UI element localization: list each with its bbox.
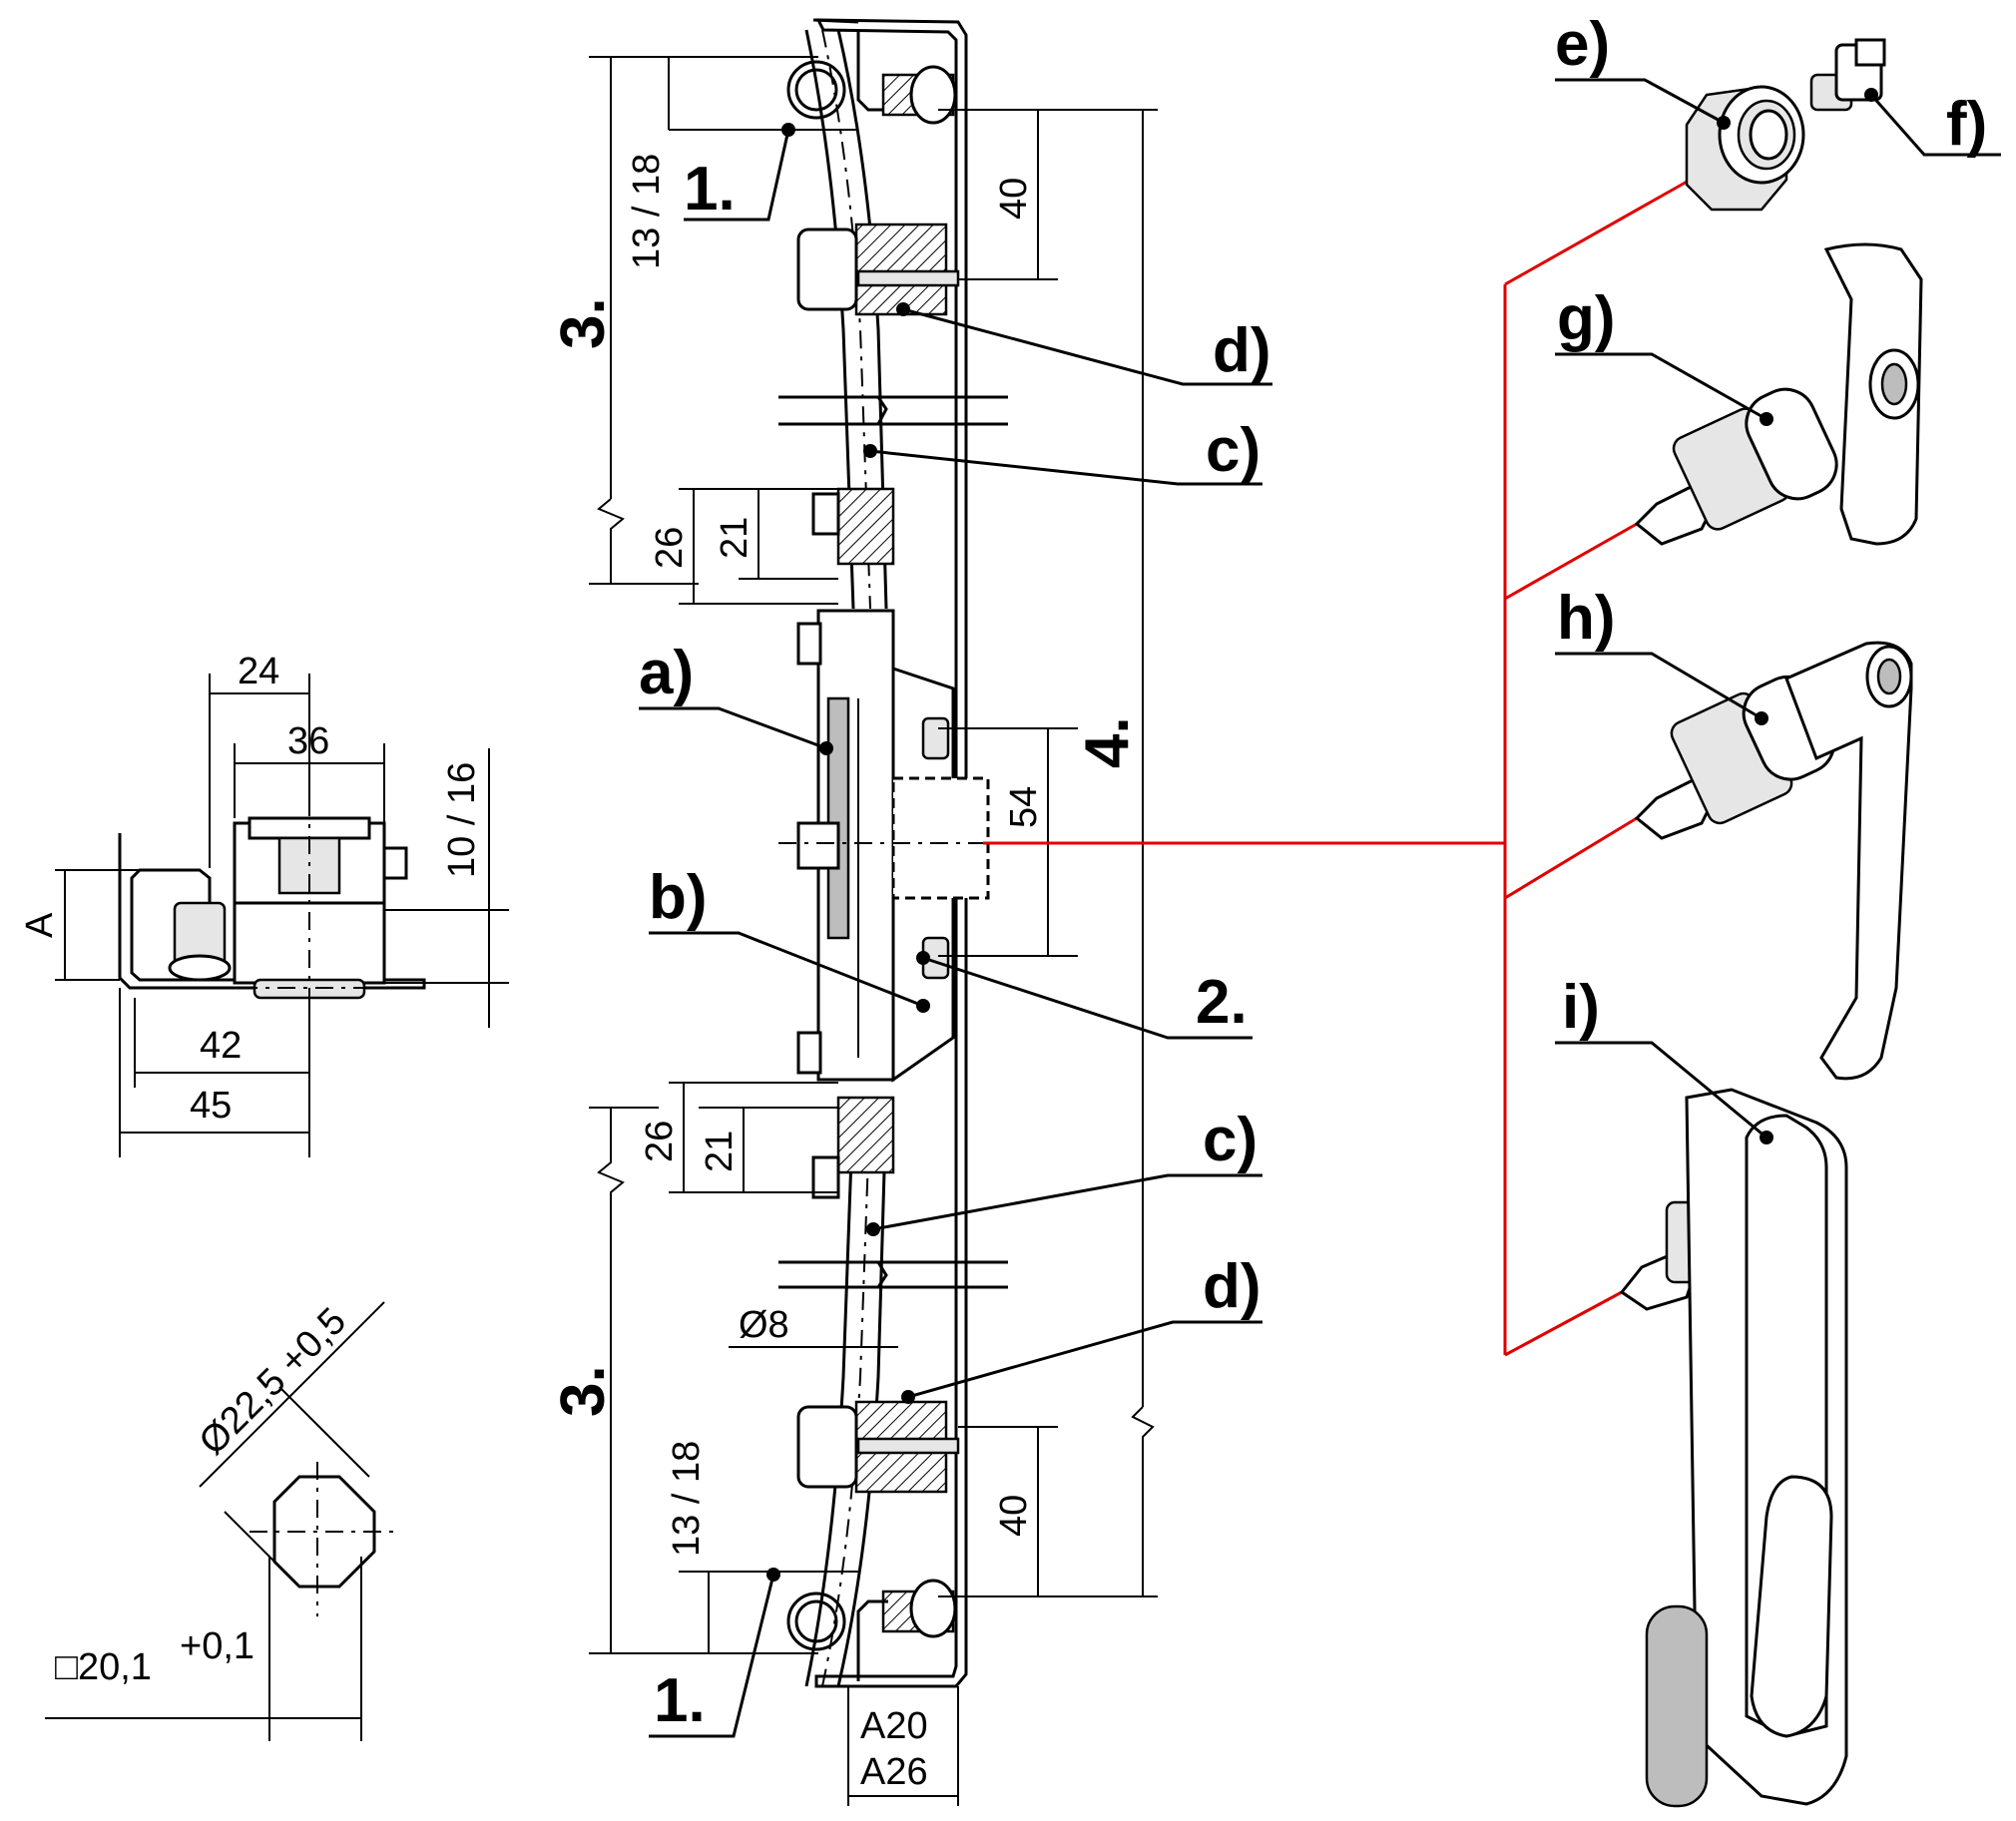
dim-36: 36 <box>287 720 329 762</box>
dim-45: 45 <box>190 1085 232 1127</box>
label-d-top: d) <box>1213 316 1271 385</box>
label-4: 4. <box>1073 716 1142 768</box>
dim-40-top: 40 <box>993 178 1035 220</box>
dim-21-top: 21 <box>714 517 756 559</box>
label-b: b) <box>649 863 708 932</box>
rod-assembly <box>778 18 1008 1688</box>
label-f: f) <box>1946 90 1987 159</box>
label-1-bottom: 1. <box>654 1666 706 1735</box>
callouts: 1. d) c) a) b) 2. c) d) 1. <box>639 123 1272 1738</box>
dim-A: A <box>19 912 61 938</box>
label-a: a) <box>639 639 694 707</box>
dim-54: 54 <box>1003 786 1045 828</box>
dim-26-top: 26 <box>649 527 691 569</box>
dim-21-bottom: 21 <box>699 1131 741 1172</box>
dim-13-18-top: 13 / 18 <box>626 154 668 269</box>
label-3-top: 3. <box>549 297 618 349</box>
dim-24: 24 <box>238 651 279 692</box>
dim-42: 42 <box>200 1025 242 1067</box>
component-h-l-handle: h) <box>1555 584 1913 1081</box>
component-e-nut: e) <box>1555 10 1805 212</box>
dim-26-bottom: 26 <box>639 1121 681 1162</box>
label-h: h) <box>1557 584 1616 653</box>
side-section-view <box>118 798 426 1028</box>
dim-square-cutout: □20,1 <box>55 1646 152 1688</box>
dim-diameter-8: Ø8 <box>739 1304 789 1346</box>
side-view-dimensions: 24 36 10 / 16 A 42 45 <box>19 651 509 1157</box>
rod-assembly-dimensions: 3. 13 / 18 40 4. 26 21 54 26 <box>549 56 1158 1806</box>
label-2: 2. <box>1196 968 1248 1037</box>
label-e: e) <box>1555 10 1610 79</box>
label-g: g) <box>1557 284 1616 353</box>
dim-13-18-bottom: 13 / 18 <box>666 1441 708 1557</box>
dim-A26: A26 <box>860 1751 928 1793</box>
label-1-top: 1. <box>684 155 736 224</box>
panel-cutout-detail: Ø22,5 +0,5 □20,1 +0,1 <box>45 1300 399 1741</box>
dim-40-bottom: 40 <box>993 1495 1035 1537</box>
dim-A20: A20 <box>860 1705 928 1747</box>
component-g-t-handle: g) <box>1555 242 1923 546</box>
label-i: i) <box>1562 973 1600 1042</box>
component-f-cam: f) <box>1809 38 2001 159</box>
label-c-top: c) <box>1206 416 1260 485</box>
component-i-swing-handle: i) <box>1555 973 1848 1808</box>
label-d-bottom: d) <box>1203 1252 1261 1321</box>
label-3-bottom: 3. <box>549 1365 618 1417</box>
label-c-bottom: c) <box>1203 1106 1258 1174</box>
dim-square-tolerance: +0,1 <box>180 1625 254 1667</box>
red-connector-lines <box>983 116 1797 1357</box>
dim-10-16: 10 / 16 <box>441 762 483 878</box>
